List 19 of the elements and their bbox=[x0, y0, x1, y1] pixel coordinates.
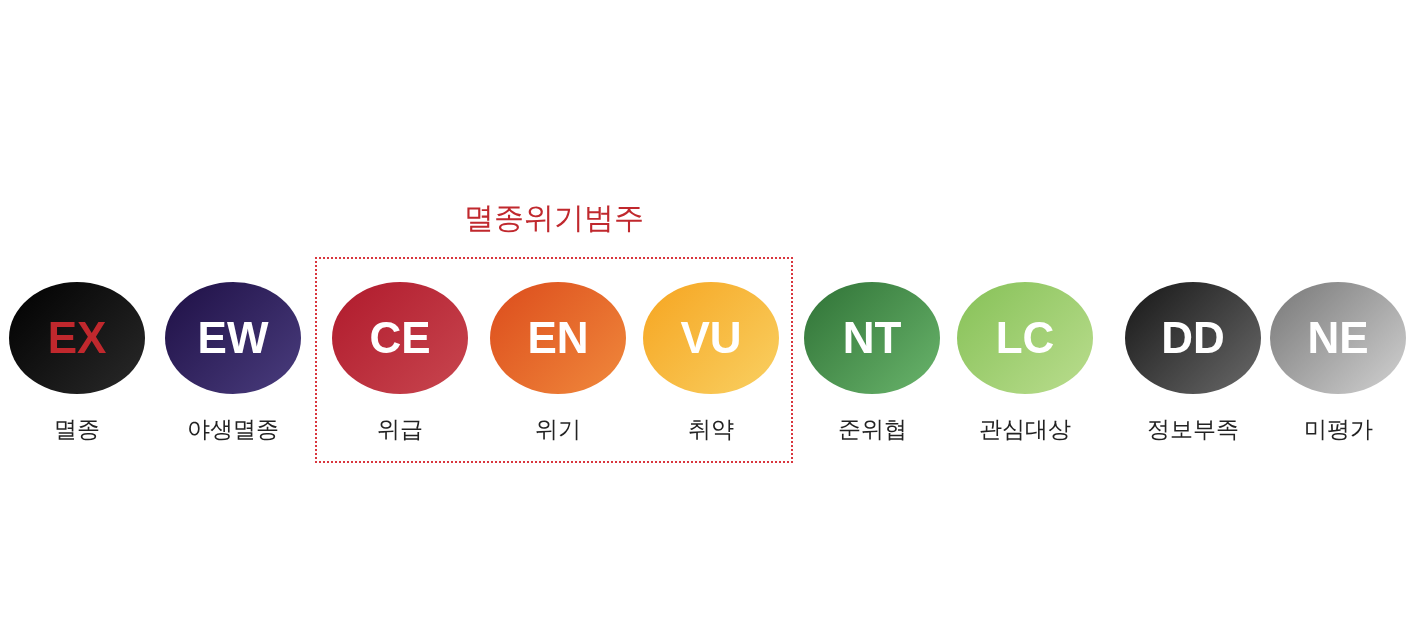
category-label: 위기 bbox=[534, 416, 582, 444]
category-label: 야생멸종 bbox=[186, 416, 280, 444]
category-code: EX bbox=[47, 316, 107, 360]
category-label: 위급 bbox=[376, 416, 424, 444]
category-code: EW bbox=[197, 316, 269, 360]
category-code: VU bbox=[680, 316, 742, 360]
category-code: DD bbox=[1161, 316, 1225, 360]
category-code: CE bbox=[369, 316, 431, 360]
category-code: NE bbox=[1307, 316, 1369, 360]
group-heading: 멸종위기범주 bbox=[463, 200, 645, 236]
category-code: EN bbox=[527, 316, 589, 360]
category-label: 관심대상 bbox=[978, 416, 1072, 444]
category-code: LC bbox=[995, 316, 1055, 360]
category-label: 준위협 bbox=[836, 416, 908, 444]
category-label: 미평가 bbox=[1302, 416, 1374, 444]
category-label: 취약 bbox=[687, 416, 735, 444]
category-code: NT bbox=[842, 316, 902, 360]
category-label: 정보부족 bbox=[1146, 416, 1240, 444]
category-label: 멸종 bbox=[53, 416, 101, 444]
